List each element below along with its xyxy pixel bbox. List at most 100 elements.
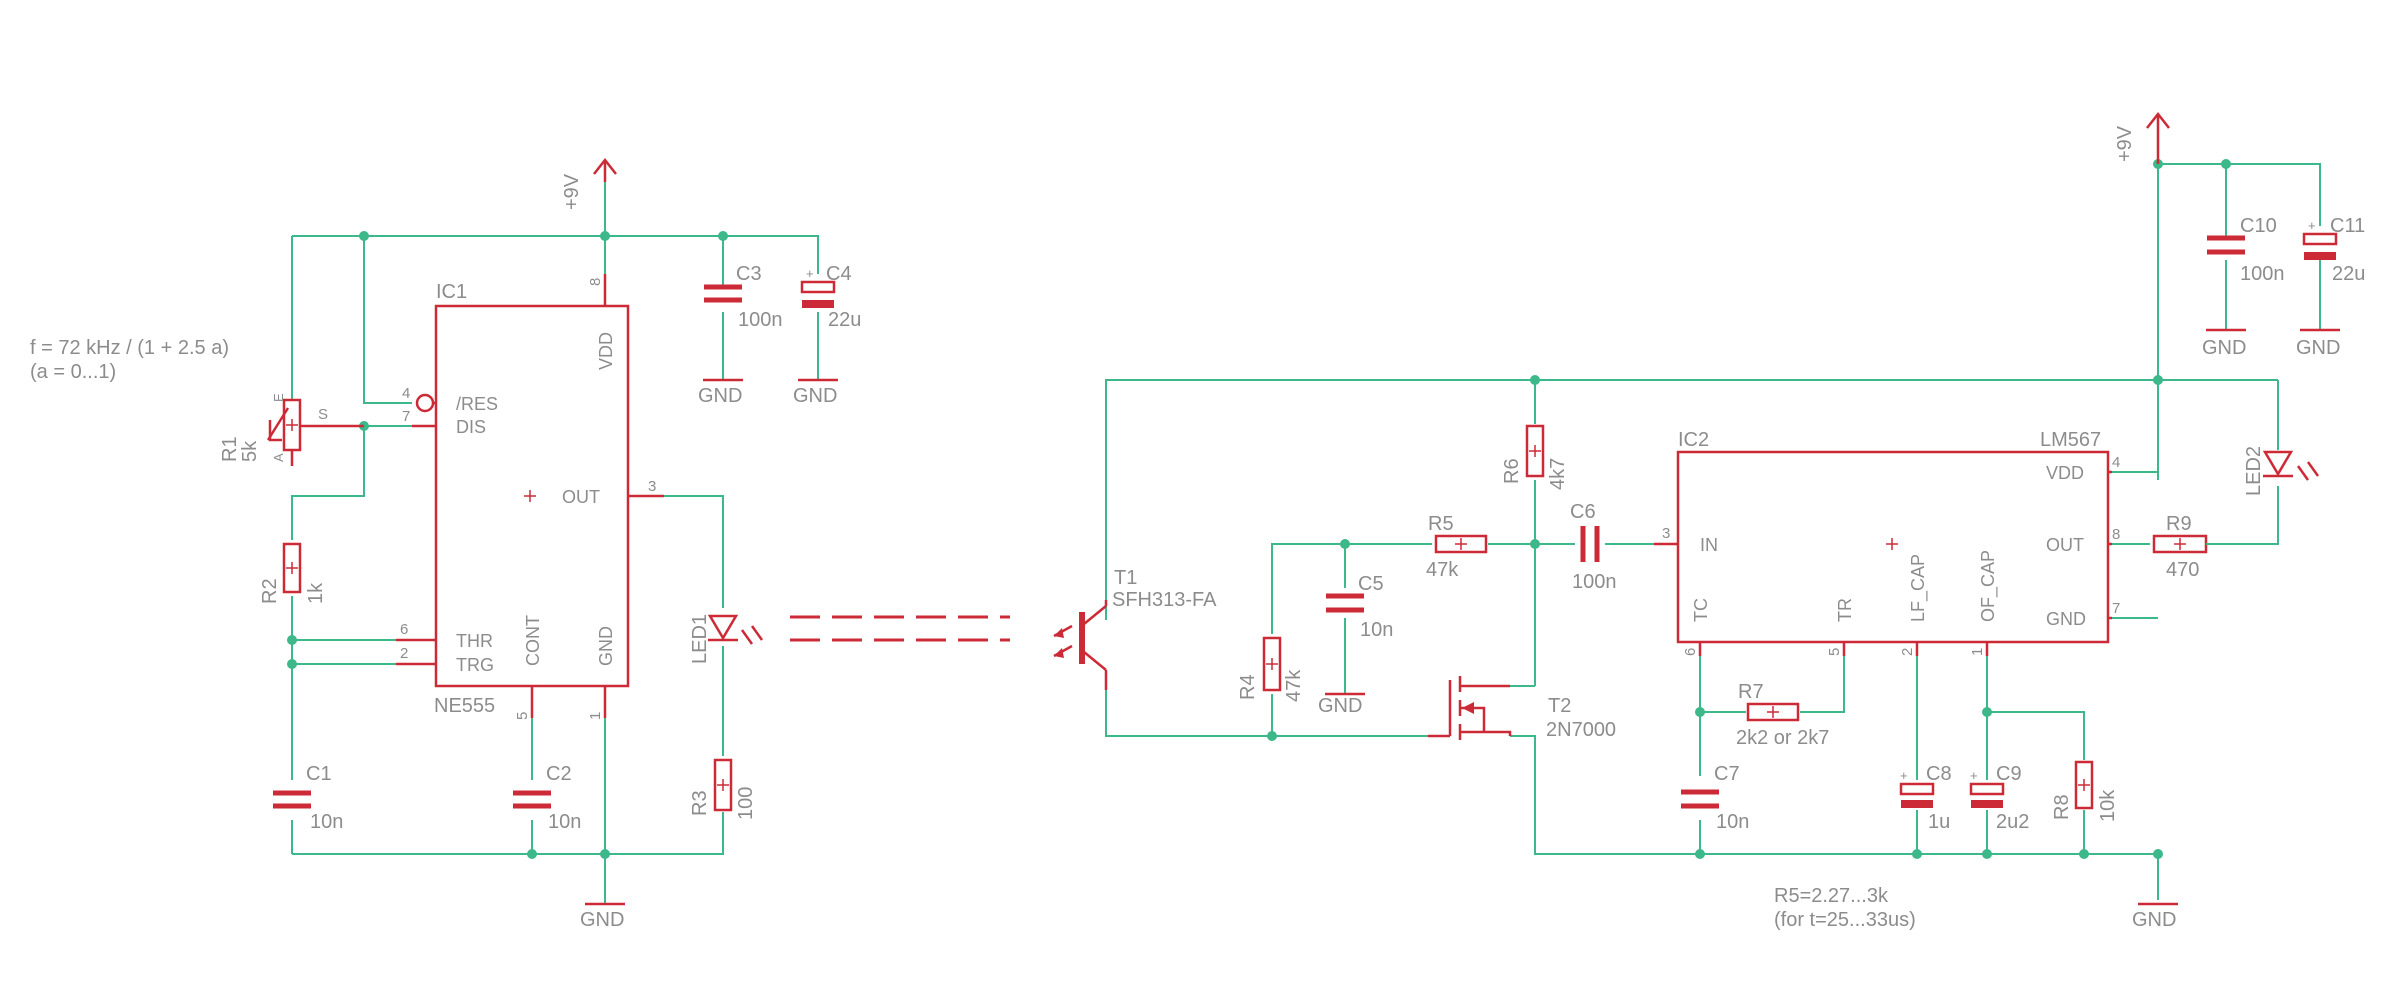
c5-value: 10n <box>1360 619 1393 641</box>
r1-wiper-label: S <box>318 406 328 423</box>
r2-name: R2 <box>259 578 281 604</box>
c7-name: C7 <box>1714 763 1740 785</box>
ic2: IC2 LM567 IN VDD OUT GND TC TR LF_CAP OF… <box>1654 429 2120 656</box>
c10-name: C10 <box>2240 215 2277 237</box>
ic1-pinnum-1: 1 <box>587 712 604 720</box>
gnd-ic2: GND <box>2132 902 2178 931</box>
r7-name: R7 <box>1738 681 1764 703</box>
ic2-pinnum-4: 4 <box>2112 454 2120 471</box>
ic2-pin-lf-cap: LF_CAP <box>1908 554 1929 622</box>
ic2-pin-tr: TR <box>1835 598 1855 622</box>
ic2-pinnum-6: 6 <box>1682 648 1699 656</box>
ic1-pin-cont: CONT <box>523 615 543 666</box>
t1-name: T1 <box>1114 567 1137 589</box>
supply-9v-left-label: +9V <box>561 173 583 210</box>
ic1-pin-trg: TRG <box>456 655 494 675</box>
gnd-c4-label: GND <box>793 385 837 407</box>
c6-name: C6 <box>1570 501 1596 523</box>
capacitor-c8: + C8 1u <box>1899 763 1952 833</box>
r8-name: R8 <box>2051 794 2073 820</box>
c2-name: C2 <box>546 763 572 785</box>
r1-value: 5k <box>239 440 261 462</box>
gnd-c4: GND <box>793 378 838 407</box>
capacitor-c9: + C9 2u2 <box>1969 763 2029 833</box>
note-r5-line1: R5=2.27...3k <box>1774 885 1889 907</box>
supply-9v-right: +9V <box>2114 111 2170 164</box>
r5-name: R5 <box>1428 513 1454 535</box>
note-r5-line2: (for t=25...33us) <box>1774 909 1916 931</box>
ic2-pin-vdd: VDD <box>2046 463 2084 483</box>
r4-value: 47k <box>1283 669 1305 702</box>
ic2-pinnum-7: 7 <box>2112 600 2120 617</box>
c5-name: C5 <box>1358 573 1384 595</box>
capacitor-c10: C10 100n <box>2207 215 2285 285</box>
led2-name: LED2 <box>2243 446 2265 496</box>
c10-value: 100n <box>2240 263 2285 285</box>
r9-value: 470 <box>2166 559 2199 581</box>
capacitor-c6: C6 100n <box>1570 501 1617 593</box>
svg-text:+: + <box>1970 768 1978 783</box>
capacitor-c5: C5 10n <box>1326 573 1393 641</box>
resistor-r7: R7 2k2 or 2k7 <box>1736 681 1829 749</box>
gnd-ic1-label: GND <box>580 909 624 931</box>
capacitor-c1: C1 10n <box>273 763 343 833</box>
r6-value: 4k7 <box>1547 458 1569 490</box>
c4-name: C4 <box>826 263 852 285</box>
ic2-pinnum-1: 1 <box>1969 648 1986 656</box>
note-frequency-line2: (a = 0...1) <box>30 361 116 383</box>
capacitor-c7: C7 10n <box>1681 763 1749 833</box>
ic2-pin-of-cap: OF_CAP <box>1978 550 1999 622</box>
led1: LED1 <box>689 614 764 664</box>
ic2-pin-tc: TC <box>1691 598 1711 622</box>
phototransistor-t1: T1 SFH313-FA <box>1053 567 1217 690</box>
r5-value: 47k <box>1426 559 1459 581</box>
capacitor-c2: C2 10n <box>513 763 581 833</box>
supply-9v-right-label: +9V <box>2114 125 2136 162</box>
c7-value: 10n <box>1716 811 1749 833</box>
r7-value: 2k2 or 2k7 <box>1736 727 1829 749</box>
led2: LED2 <box>2243 446 2320 496</box>
ic2-pinnum-3: 3 <box>1662 525 1670 542</box>
gnd-c5: GND <box>1318 692 1365 717</box>
gnd-c3: GND <box>698 378 743 407</box>
resistor-r5: R5 47k <box>1426 513 1488 581</box>
c1-value: 10n <box>310 811 343 833</box>
c4-value: 22u <box>828 309 861 331</box>
note-frequency-line1: f = 72 kHz / (1 + 2.5 a) <box>30 337 229 359</box>
ic2-value: LM567 <box>2040 429 2101 451</box>
c11-value: 22u <box>2332 263 2365 285</box>
svg-text:+: + <box>806 266 814 281</box>
potentiometer-r1: S A E R1 5k <box>219 393 364 466</box>
r3-name: R3 <box>689 790 711 816</box>
t1-value: SFH313-FA <box>1112 589 1217 611</box>
gnd-c3-label: GND <box>698 385 742 407</box>
resistor-r6: R6 4k7 <box>1501 424 1569 490</box>
ic2-pinnum-5: 5 <box>1826 648 1843 656</box>
led1-name: LED1 <box>689 614 711 664</box>
ic2-pin-in: IN <box>1700 535 1718 555</box>
ic2-pinnum-2: 2 <box>1899 648 1916 656</box>
svg-text:+: + <box>2308 218 2316 233</box>
ir-link <box>790 615 1010 642</box>
ic2-pin-out: OUT <box>2046 535 2084 555</box>
ic1-pin-dis: DIS <box>456 417 486 437</box>
gnd-c10-label: GND <box>2202 337 2246 359</box>
capacitor-c3: C3 100n <box>704 263 783 331</box>
ic1-pinnum-5: 5 <box>514 712 531 720</box>
r1-end-e-label: E <box>271 393 286 402</box>
r1-end-a-label: A <box>271 453 286 462</box>
ic1-pin-thr: THR <box>456 631 493 651</box>
c1-name: C1 <box>306 763 332 785</box>
r8-value: 10k <box>2097 789 2119 822</box>
transmitter-junctions <box>287 231 728 859</box>
capacitor-c11: + C11 22u <box>2302 215 2365 285</box>
gnd-c5-label: GND <box>1318 695 1362 717</box>
ic1-pinnum-6: 6 <box>400 621 408 638</box>
r1-name: R1 <box>219 436 241 462</box>
ic1-pinnum-3: 3 <box>648 478 656 495</box>
ic1-value: NE555 <box>434 695 495 717</box>
c8-name: C8 <box>1926 763 1952 785</box>
c6-value: 100n <box>1572 571 1617 593</box>
c3-value: 100n <box>738 309 783 331</box>
ic1-pin-gnd: GND <box>596 626 616 666</box>
